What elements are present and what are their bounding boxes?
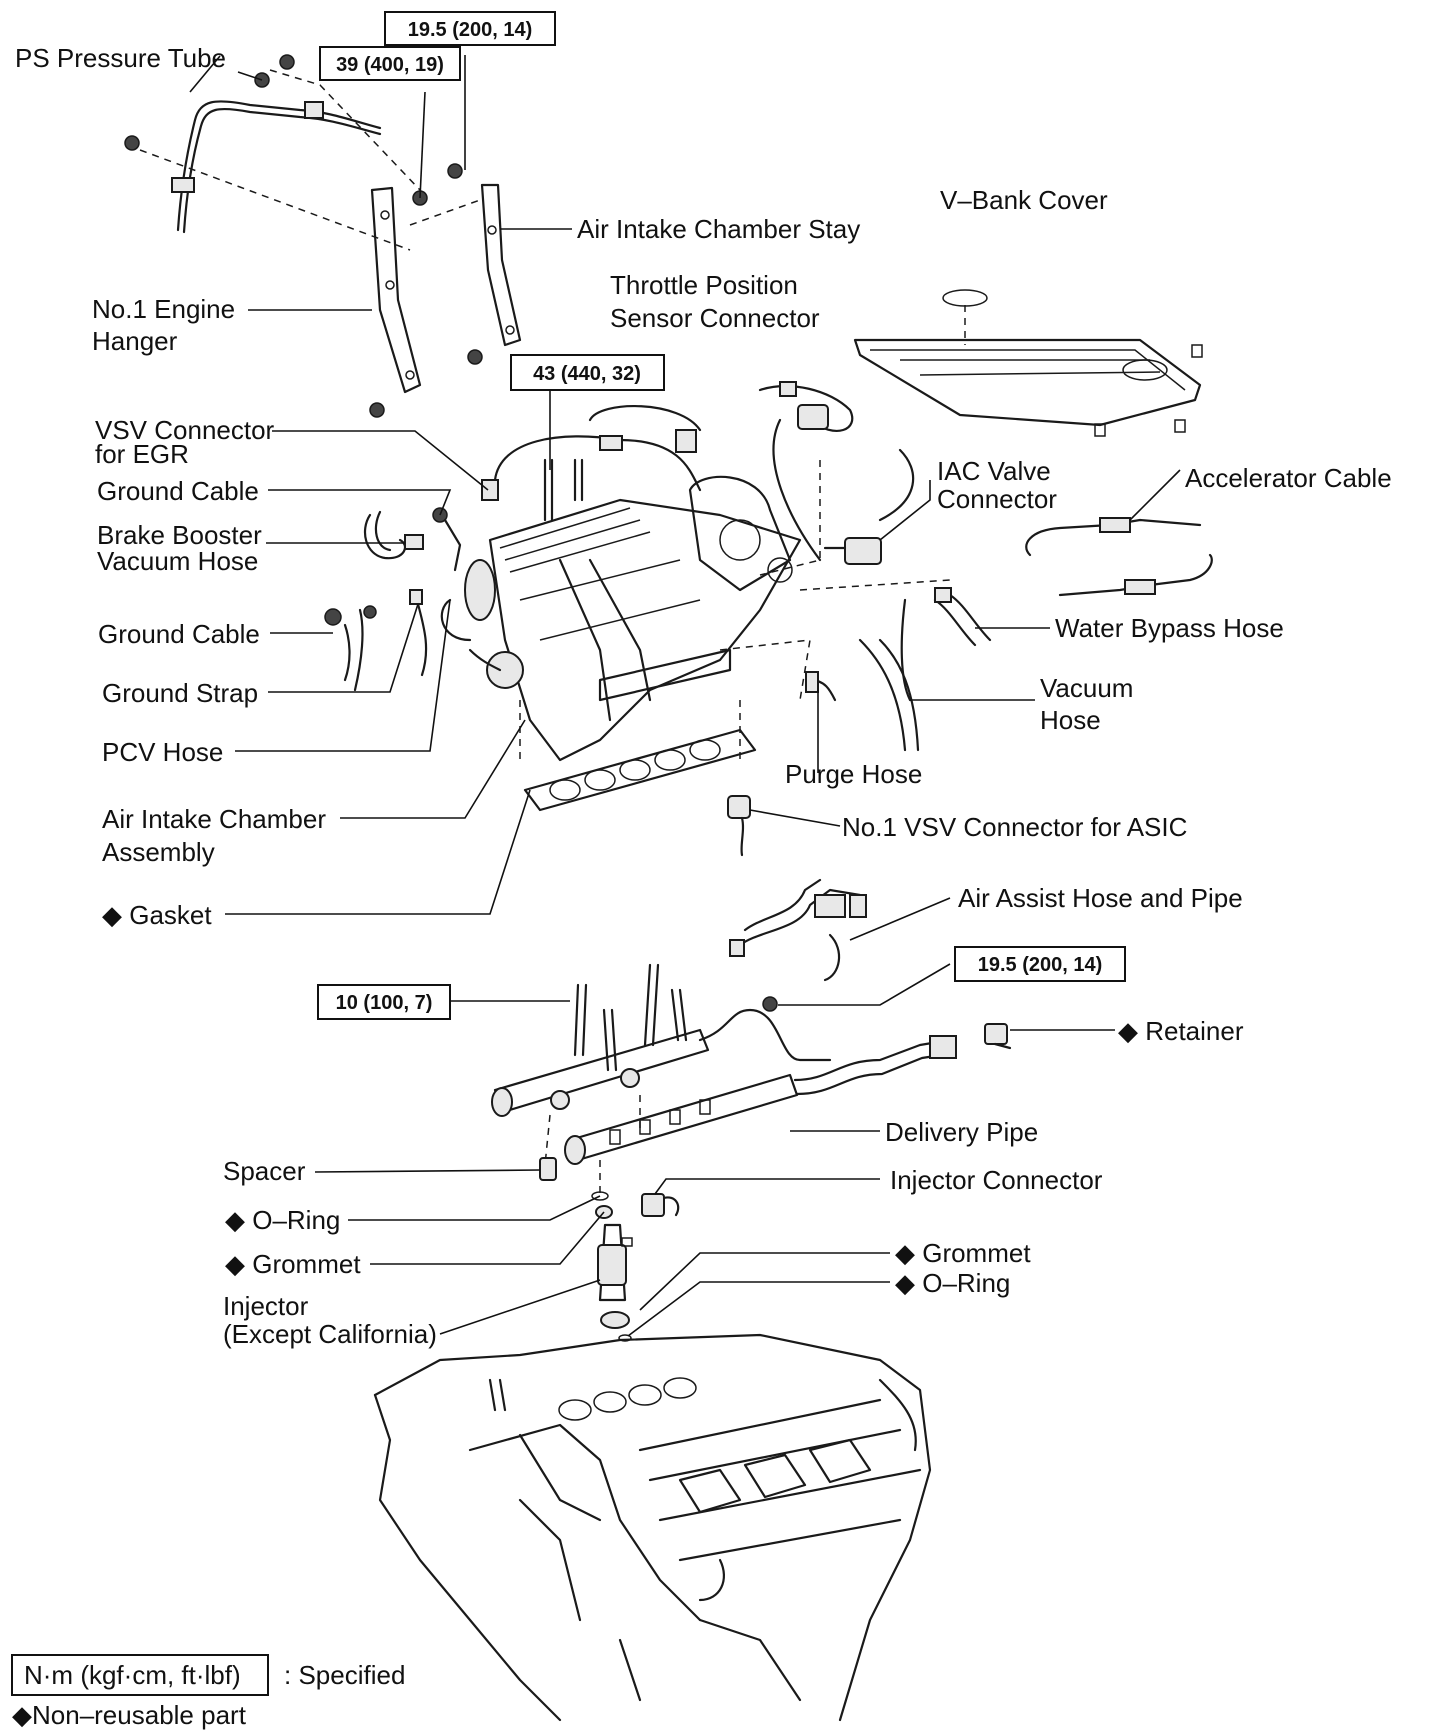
legend: N·m (kgf·cm, ft·lbf) : Specified ◆Non–re… <box>11 1654 405 1730</box>
label-vsv-connector-egr-2: for EGR <box>95 439 189 469</box>
v-bank-cover-part <box>853 289 1203 437</box>
label-purge-hose: Purge Hose <box>785 759 922 789</box>
no1-engine-hanger-part <box>370 186 422 394</box>
purge-hose-part <box>805 671 837 702</box>
label-v-bank-cover: V–Bank Cover <box>940 185 1108 215</box>
label-brake-booster-2: Vacuum Hose <box>97 546 258 576</box>
label-o-ring-2: ◆ O–Ring <box>895 1268 1010 1298</box>
svg-text:19.5 (200, 14): 19.5 (200, 14) <box>408 19 533 41</box>
pcv-hose-part <box>440 598 502 672</box>
accelerator-cable-part <box>1025 517 1213 597</box>
legend-unit-box <box>11 1654 269 1696</box>
label-ground-cable-1: Ground Cable <box>97 476 259 506</box>
label-ps-pressure-tube: PS Pressure Tube <box>15 43 226 73</box>
delivery-pipe-bolts <box>573 963 778 1072</box>
legend-unit-text: N·m (kgf·cm, ft·lbf) <box>24 1660 241 1690</box>
svg-text:19.5 (200, 14): 19.5 (200, 14) <box>978 954 1103 976</box>
label-air-intake-chamber-1: Air Intake Chamber <box>102 804 326 834</box>
label-no1-vsv-asic: No.1 VSV Connector for ASIC <box>842 812 1187 842</box>
label-delivery-pipe: Delivery Pipe <box>885 1117 1038 1147</box>
retainer-part <box>984 1023 1012 1050</box>
label-vsv-connector-egr-1: VSV Connector <box>95 415 275 445</box>
label-injector-2: (Except California) <box>223 1319 437 1349</box>
label-throttle-position-1: Throttle Position <box>610 270 798 300</box>
label-no1-engine-hanger-2: Hanger <box>92 326 178 356</box>
torque-box-2: 39 (400, 19) <box>319 46 461 81</box>
label-ground-cable-2: Ground Cable <box>98 619 260 649</box>
injector-part <box>597 1223 633 1329</box>
bolts-top <box>124 54 483 418</box>
air-intake-chamber-part <box>464 405 802 762</box>
ps-pressure-tube-part <box>171 100 382 234</box>
air-assist-hose-pipe-part <box>729 878 867 982</box>
throttle-position-sensor-part <box>758 381 854 562</box>
torque-box-1: 19.5 (200, 14) <box>384 11 556 46</box>
label-accelerator-cable: Accelerator Cable <box>1185 463 1392 493</box>
spacer-part <box>539 1157 557 1181</box>
svg-text:43 (440, 32): 43 (440, 32) <box>533 363 641 385</box>
label-grommet-1: ◆ Grommet <box>225 1249 361 1279</box>
gasket-part <box>523 728 757 812</box>
brake-booster-vacuum-hose-part <box>363 510 424 560</box>
label-injector-connector: Injector Connector <box>890 1165 1103 1195</box>
leader-lines <box>189 55 1181 1337</box>
label-vacuum-hose-1: Vacuum <box>1040 673 1133 703</box>
vacuum-hose-part <box>858 598 920 752</box>
no1-vsv-connector-asic-part <box>727 795 751 857</box>
delivery-pipe-part <box>491 1008 957 1165</box>
legend-specified: : Specified <box>284 1660 405 1690</box>
torque-box-4: 19.5 (200, 14) <box>954 946 1126 982</box>
label-air-assist: Air Assist Hose and Pipe <box>958 883 1243 913</box>
label-throttle-position-2: Sensor Connector <box>610 303 820 333</box>
label-o-ring-1: ◆ O–Ring <box>225 1205 340 1235</box>
torque-box-3: 43 (440, 32) <box>510 354 665 391</box>
label-iac-valve-1: IAC Valve <box>937 456 1051 486</box>
label-grommet-2: ◆ Grommet <box>895 1238 1031 1268</box>
label-pcv-hose: PCV Hose <box>102 737 223 767</box>
label-ground-strap: Ground Strap <box>102 678 258 708</box>
ground-cable-lower-part <box>324 605 377 692</box>
label-air-intake-chamber-stay: Air Intake Chamber Stay <box>577 214 860 244</box>
ground-cable-upper-part <box>432 507 462 572</box>
svg-text:39 (400, 19): 39 (400, 19) <box>336 54 444 76</box>
engine-block-part <box>373 1333 932 1722</box>
label-water-bypass-hose: Water Bypass Hose <box>1055 613 1284 643</box>
svg-text:10 (100, 7): 10 (100, 7) <box>336 992 433 1014</box>
label-no1-engine-hanger-1: No.1 Engine <box>92 294 235 324</box>
label-vacuum-hose-2: Hose <box>1040 705 1101 735</box>
water-bypass-hose-part <box>933 587 992 647</box>
iac-valve-connector-part <box>823 448 915 565</box>
o-ring-lower-part <box>618 1334 632 1342</box>
injector-connector-part <box>641 1193 680 1217</box>
ground-strap-part <box>409 589 428 677</box>
torque-box-5: 10 (100, 7) <box>317 984 451 1020</box>
label-brake-booster-1: Brake Booster <box>97 520 262 550</box>
label-injector-1: Injector <box>223 1291 309 1321</box>
legend-non-reusable: ◆Non–reusable part <box>12 1700 247 1730</box>
label-iac-valve-2: Connector <box>937 484 1057 514</box>
label-air-intake-chamber-2: Assembly <box>102 837 215 867</box>
label-retainer: ◆ Retainer <box>1118 1016 1244 1046</box>
air-intake-chamber-stay-part <box>480 183 522 347</box>
label-gasket: ◆ Gasket <box>102 900 212 930</box>
label-spacer: Spacer <box>223 1156 306 1186</box>
o-ring-upper-part <box>591 1191 609 1201</box>
